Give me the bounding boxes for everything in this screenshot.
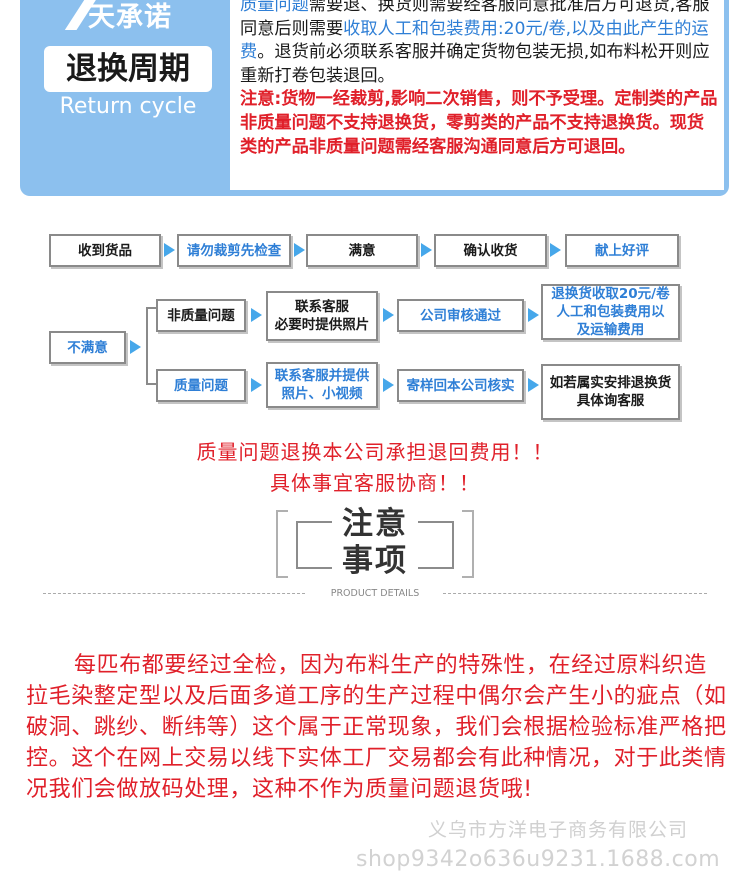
flow-step-received: 收到货品 bbox=[49, 234, 161, 267]
policy-text-panel bbox=[230, 0, 724, 190]
arrow-icon bbox=[251, 308, 262, 322]
flow-step-unsatisfied: 不满意 bbox=[49, 331, 126, 364]
watermark-company: 义乌市方洋电子商务有限公司 bbox=[428, 819, 689, 841]
branch-line bbox=[146, 307, 148, 385]
arrow-icon bbox=[528, 308, 539, 322]
arrow-icon bbox=[164, 243, 175, 257]
flow-contact-service-photo: 联系客服 必要时提供照片 bbox=[266, 291, 378, 341]
note-quality-cost: 质量问题退换本公司承担退回费用！！ bbox=[196, 440, 554, 464]
arrow-icon bbox=[130, 340, 141, 354]
inner-frame-right bbox=[418, 521, 454, 569]
notice-title-line2: 事项 bbox=[342, 543, 408, 579]
flow-step-good-review: 献上好评 bbox=[565, 234, 679, 267]
flow-send-sample: 寄样回本公司核实 bbox=[397, 369, 524, 402]
arrow-icon bbox=[294, 243, 305, 257]
flow-step-confirm-receipt: 确认收货 bbox=[434, 234, 547, 267]
policy-warning: 注意:货物一经裁剪,影响二次销售，则不予受理。定制类的产品非质量问题不支持退换货… bbox=[240, 89, 718, 157]
arrow-icon bbox=[383, 308, 394, 322]
banner-subtitle: Return cycle bbox=[59, 94, 197, 119]
flow-step-satisfied: 满意 bbox=[306, 234, 418, 267]
flow-return-fee: 退换货收取20元/卷 人工和包装费用以 及运输费用 bbox=[541, 284, 680, 340]
flow-arrange-exchange: 如若属实安排退换货 具体询客服 bbox=[541, 364, 680, 420]
inner-frame-left bbox=[296, 521, 332, 569]
policy-quality-term: 质量问题 bbox=[240, 0, 309, 15]
flow-quality-issue: 质量问题 bbox=[156, 369, 246, 402]
policy-text: 质量问题需要退、换货则需要经客服同意批准后方可退货,客服同意后则需要收取人工和包… bbox=[240, 0, 718, 159]
product-details-label: PRODUCT DETAILS bbox=[330, 588, 420, 599]
arrow-icon bbox=[528, 378, 539, 392]
promise-label: 天承诺 bbox=[88, 2, 172, 33]
flow-company-approval: 公司审核通过 bbox=[397, 299, 524, 332]
notice-paragraph: 每匹布都要经过全检，因为布料生产的特殊性，在经过原料织造拉毛染整定型以及后面多道… bbox=[26, 653, 727, 802]
policy-text-part1: 需要退、换货则需要经客服同意批准后方可退货,客服同意后则需要 bbox=[240, 0, 710, 39]
policy-fee-term: 收取人工和包装费用:20元/卷,以及由此产生的运费 bbox=[240, 18, 709, 63]
title-badge bbox=[44, 46, 212, 92]
arrow-icon bbox=[383, 378, 394, 392]
notice-title-line1: 注意 bbox=[342, 506, 408, 542]
bracket-left bbox=[276, 510, 288, 578]
branch-line bbox=[146, 307, 156, 309]
flow-non-quality-issue: 非质量问题 bbox=[156, 299, 246, 332]
banner-title: 退换周期 bbox=[66, 51, 190, 87]
branch-line bbox=[146, 383, 156, 385]
flow-step-inspect: 请勿裁剪先检查 bbox=[177, 234, 291, 267]
arrow-icon bbox=[251, 378, 262, 392]
note-negotiate: 具体事宜客服协商！！ bbox=[270, 471, 480, 495]
policy-text-part2: 。退货前必须联系客服并确定货物包装无损,如布料松开则应重新打卷包装退回。 bbox=[240, 42, 710, 86]
arrow-icon bbox=[421, 243, 432, 257]
divider-right bbox=[443, 593, 707, 594]
flow-contact-service-video: 联系客服并提供 照片、小视频 bbox=[266, 362, 378, 408]
days-numeral: 7 bbox=[60, 0, 104, 45]
divider-left bbox=[43, 593, 305, 594]
watermark-shop-url: shop9342o636u9231.1688.com bbox=[356, 847, 721, 872]
bracket-right bbox=[462, 510, 474, 578]
notice-title: 注意 事项 bbox=[330, 506, 420, 580]
arrow-icon bbox=[550, 243, 561, 257]
